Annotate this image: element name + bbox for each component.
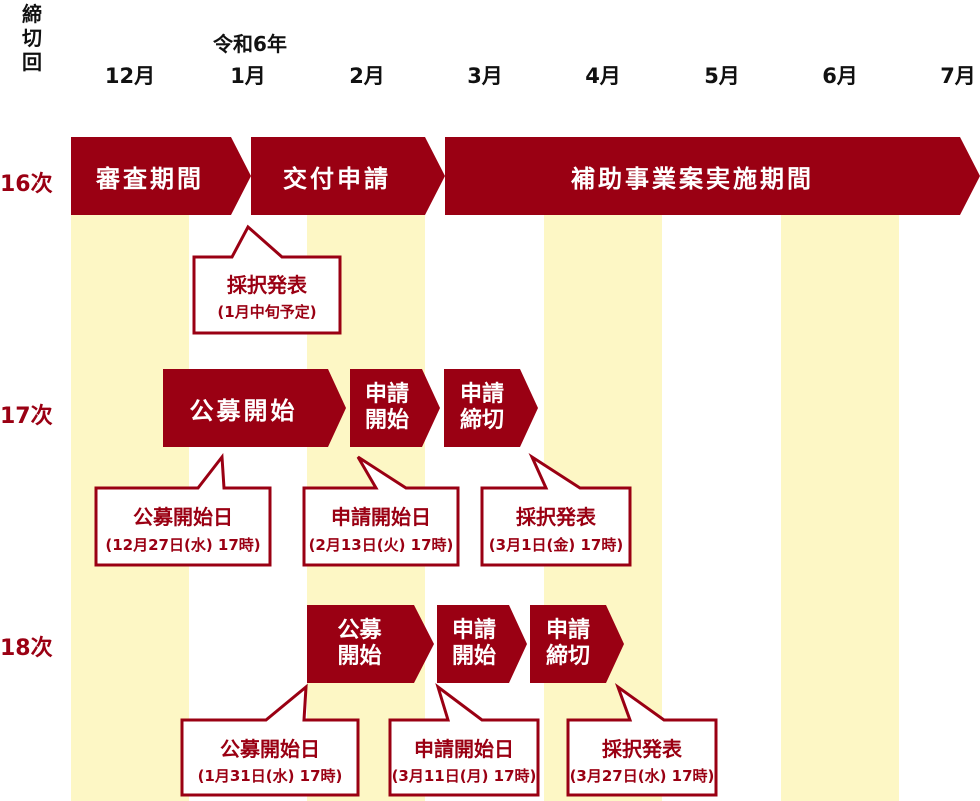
callout-17-recruit-title: 公募開始日 (133, 505, 233, 529)
phase-17-apply-start-line1: 申請 (364, 382, 409, 407)
callout-17-apply: 申請開始日 (2月13日(火) 17時) (302, 455, 460, 567)
phase-17-recruit-label: 公募開始 (189, 396, 298, 425)
phase-18-apply-start: 申請 開始 (437, 605, 527, 683)
callout-18-recruit-title: 公募開始日 (220, 737, 320, 761)
phase-17-apply-close-line2: 締切 (459, 408, 504, 433)
month-dec: 12月 (104, 64, 156, 88)
phase-16-review-label: 審査期間 (96, 164, 204, 193)
deadline-label-char-1: 締 (22, 2, 42, 26)
callout-17-adoption-detail: (3月1日(金) 17時) (488, 536, 624, 554)
month-apr: 4月 (585, 64, 621, 88)
callout-18-apply-title: 申請開始日 (414, 737, 514, 761)
month-jul: 7月 (940, 64, 976, 88)
callout-16-adoption-title: 採択発表 (227, 273, 307, 297)
callout-17-adoption-title: 採択発表 (516, 505, 596, 529)
row-label-16: 16次 (0, 172, 53, 197)
callout-18-apply-detail: (3月11日(月) 17時) (391, 767, 537, 785)
callout-17-recruit-shape (94, 452, 272, 567)
phase-18-apply-close-line1: 申請 (545, 618, 590, 643)
callout-18-adoption-detail: (3月27日(水) 17時) (569, 767, 715, 785)
callout-16-adoption-shape (192, 224, 342, 335)
phase-18-apply-start-line1: 申請 (451, 618, 496, 643)
callout-17-recruit-detail: (12月27日(水) 17時) (105, 536, 261, 554)
phase-17-apply-start-line2: 開始 (364, 408, 409, 433)
month-band-jun (781, 215, 899, 801)
callout-17-apply-title: 申請開始日 (331, 505, 431, 529)
callout-17-recruit: 公募開始日 (12月27日(水) 17時) (94, 452, 272, 567)
callout-16-adoption: 採択発表 (1月中旬予定) (192, 224, 342, 335)
callout-18-recruit-detail: (1月31日(水) 17時) (197, 767, 343, 785)
phase-16-grant: 交付申請 (251, 137, 445, 215)
month-jun: 6月 (822, 64, 858, 88)
month-jan: 1月 (230, 64, 266, 88)
phase-16-implementation: 補助事業案実施期間 (445, 137, 980, 215)
era-label: 令和6年 (213, 32, 287, 56)
phase-16-review: 審査期間 (71, 137, 251, 215)
callout-17-adoption: 採択発表 (3月1日(金) 17時) (480, 452, 632, 567)
phase-18-apply-start-line2: 開始 (451, 644, 496, 669)
phase-18-recruit: 公募 開始 (307, 605, 434, 683)
phase-17-apply-close-line1: 申請 (459, 382, 504, 407)
row-label-18: 18次 (0, 636, 53, 661)
phase-18-apply-close: 申請 締切 (530, 605, 624, 683)
callout-17-apply-detail: (2月13日(火) 17時) (308, 536, 454, 554)
row-label-17: 17次 (0, 404, 53, 429)
month-mar: 3月 (467, 64, 503, 88)
phase-18-apply-close-line2: 締切 (545, 644, 590, 669)
callout-18-adoption-title: 採択発表 (602, 737, 682, 761)
deadline-label-char-2: 切 (22, 26, 42, 50)
phase-18-recruit-line2: 開始 (337, 644, 382, 669)
callout-16-adoption-detail: (1月中旬予定) (217, 303, 317, 321)
phase-17-recruit: 公募開始 (163, 369, 346, 447)
deadline-label-char-3: 回 (22, 50, 42, 74)
callout-17-apply-shape (302, 455, 460, 567)
callout-18-recruit-shape (180, 683, 360, 797)
deadline-label: 締 切 回 (20, 2, 44, 74)
callout-18-apply-shape (388, 683, 540, 797)
phase-17-apply-close: 申請 締切 (444, 369, 538, 447)
phase-16-implementation-label: 補助事業案実施期間 (571, 164, 814, 193)
callout-18-adoption: 採択発表 (3月27日(水) 17時) (566, 682, 718, 797)
phase-18-recruit-line1: 公募 (337, 618, 382, 643)
callout-17-adoption-shape (480, 452, 632, 567)
phase-17-apply-start: 申請 開始 (350, 369, 440, 447)
phase-16-grant-label: 交付申請 (283, 164, 391, 193)
callout-18-adoption-shape (566, 682, 718, 797)
callout-18-recruit: 公募開始日 (1月31日(水) 17時) (180, 683, 360, 797)
month-may: 5月 (704, 64, 740, 88)
month-feb: 2月 (349, 64, 385, 88)
callout-18-apply: 申請開始日 (3月11日(月) 17時) (388, 683, 540, 797)
